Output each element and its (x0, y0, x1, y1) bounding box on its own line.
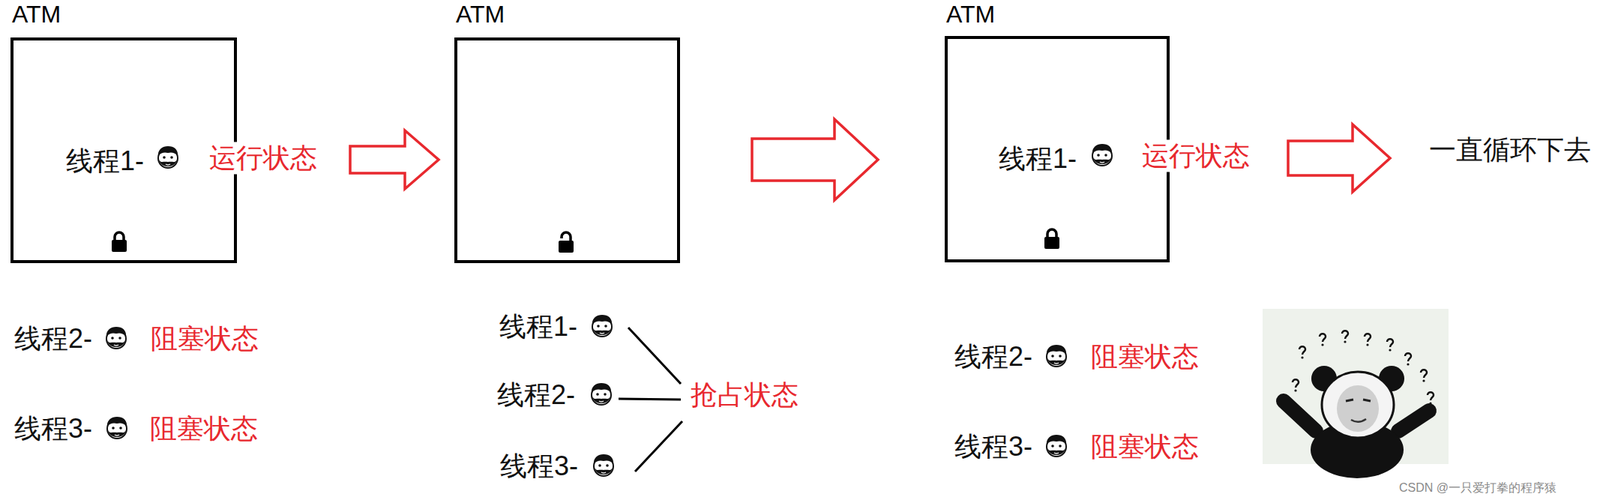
lock-closed (1044, 229, 1060, 249)
box-heading: ATM (455, 0, 505, 29)
panda-eyes (1345, 399, 1371, 402)
state-label: 抢占状态 (690, 378, 799, 411)
atm-box: ATM线程1- (10, 37, 237, 264)
question-mark (1364, 333, 1371, 346)
box-heading: ATM (11, 0, 61, 29)
thread-faces (106, 143, 1112, 477)
panda-arm (1283, 401, 1316, 432)
question-mark (1427, 392, 1434, 405)
leader-line (628, 327, 681, 384)
face-icon (158, 146, 178, 168)
lock-icons (111, 229, 1060, 253)
question-mark (1420, 369, 1427, 382)
face-icon (1092, 143, 1112, 166)
thread-label: 线程3- (14, 412, 93, 445)
panda-meme (1262, 308, 1449, 479)
thread-label: 线程2- (954, 340, 1033, 373)
face-icon (592, 314, 612, 337)
watermark: CSDN @一只爱打拳的程序猿 (1399, 480, 1557, 495)
face-icon (591, 383, 612, 405)
face-icon (106, 326, 126, 349)
question-mark (1342, 330, 1349, 343)
leader-lines (618, 327, 683, 472)
thread-label: 一直循环下去 (1429, 133, 1592, 166)
leader-line (635, 421, 683, 472)
question-mark (1405, 353, 1412, 366)
thread-label: 线程3- (954, 430, 1033, 463)
face-icon (1046, 434, 1067, 457)
question-mark (1387, 338, 1394, 351)
question-mark (1292, 379, 1299, 392)
block-arrow (350, 130, 439, 189)
atm-box: ATM (454, 37, 681, 264)
face-icon (1046, 344, 1067, 367)
block-arrow (752, 119, 878, 201)
atm-box: ATM线程1- (944, 35, 1170, 263)
state-label: 阻塞状态 (150, 322, 259, 355)
face-icon (107, 416, 127, 439)
lock-closed (111, 232, 127, 252)
thread-name: 线程1- (65, 144, 144, 177)
face-icon (593, 454, 614, 477)
thread-label: 线程1- (499, 310, 578, 343)
thread-name: 线程1- (998, 142, 1077, 175)
thread-label: 线程2- (14, 322, 93, 355)
thread-label: 线程3- (500, 449, 579, 483)
state-label: 阻塞状态 (1090, 340, 1199, 373)
panda-arm (1398, 410, 1430, 432)
box-heading: ATM (946, 0, 995, 29)
leader-line (618, 398, 681, 400)
question-mark (1319, 333, 1326, 346)
lock-open (558, 232, 574, 253)
panda-mouth (1351, 419, 1367, 423)
question-mark (1299, 346, 1306, 359)
block-arrow (1288, 124, 1391, 192)
state-label: 运行状态 (206, 141, 320, 174)
panda-head (1321, 371, 1394, 438)
state-label: 阻塞状态 (149, 412, 258, 445)
thread-label: 线程2- (497, 378, 576, 411)
state-label: 阻塞状态 (1090, 430, 1199, 463)
state-label: 运行状态 (1139, 139, 1253, 172)
panda-face (1336, 385, 1379, 432)
